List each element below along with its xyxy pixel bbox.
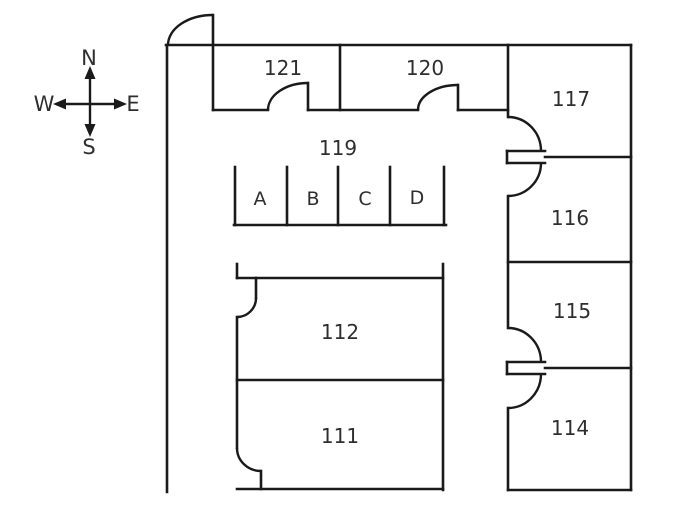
west-arrowhead-icon — [53, 98, 66, 110]
room-label-120: 120 — [406, 56, 444, 80]
room-label-112: 112 — [321, 320, 359, 344]
door-arc-120 — [416, 83, 459, 111]
door-arc-111 — [235, 447, 262, 473]
door-arc-121 — [266, 81, 309, 111]
door-arc-116 — [507, 162, 543, 198]
compass-label-south: S — [82, 135, 95, 159]
room-label-119C: C — [358, 188, 371, 210]
room-label-111: 111 — [321, 424, 359, 448]
room-label-119: 119 — [319, 136, 357, 160]
room-label-115: 115 — [553, 299, 591, 323]
walls-layer — [164, 13, 633, 494]
south-arrowhead-icon — [84, 124, 96, 137]
door-arc-112 — [236, 297, 258, 319]
compass-label-west: W — [34, 92, 55, 116]
room-label-116: 116 — [551, 206, 589, 230]
door-arc-115 — [507, 326, 543, 363]
doors-layer — [166, 13, 543, 473]
compass-label-east: E — [126, 92, 139, 116]
door-arc-117 — [507, 115, 543, 152]
north-arrowhead-icon — [84, 66, 96, 79]
door-arc-entrance — [166, 13, 214, 46]
room-label-121: 121 — [264, 56, 302, 80]
room-label-117: 117 — [552, 87, 590, 111]
room-label-119D: D — [410, 187, 425, 209]
room-label-119B: B — [306, 188, 319, 210]
room-label-114: 114 — [551, 416, 589, 440]
compass-label-north: N — [81, 46, 97, 70]
door-arc-114 — [507, 373, 543, 410]
compass-rose: N S W E — [34, 46, 140, 159]
east-arrowhead-icon — [114, 98, 127, 110]
room-label-119A: A — [254, 188, 267, 210]
